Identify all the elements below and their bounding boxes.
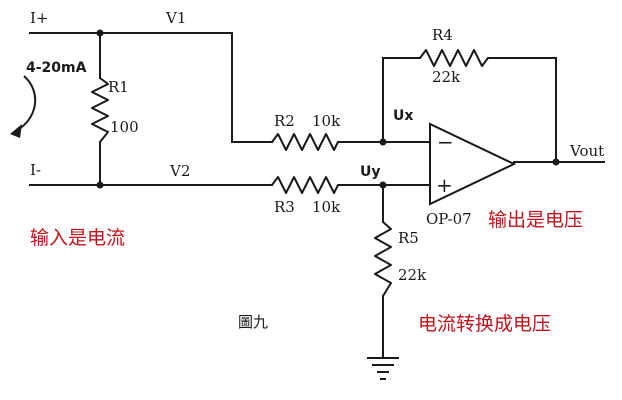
resistor-r5	[374, 221, 392, 297]
current-arrow-icon	[10, 75, 37, 138]
node-label-ux: Ux	[393, 108, 413, 124]
input-annotation: 输入是电流	[30, 227, 125, 249]
r3-value: 10k	[312, 198, 341, 216]
r4-name: R4	[432, 26, 453, 44]
terminal-label-i-minus: I-	[30, 161, 41, 179]
wire-top-rail	[29, 32, 273, 143]
r5-name: R5	[398, 229, 419, 247]
junction-dot-ux	[379, 138, 387, 146]
junction-dot-vout	[552, 158, 560, 166]
ground-icon	[367, 357, 399, 380]
opamp-name: OP-07	[426, 210, 472, 228]
current-source-label: 4-20mA	[26, 60, 87, 76]
junction-dot-i-plus	[96, 29, 104, 37]
r1-name: R1	[108, 78, 129, 96]
r3-name: R3	[274, 198, 295, 216]
node-label-v1: V1	[165, 9, 186, 27]
r4-value: 22k	[432, 68, 461, 86]
terminal-label-i-plus: I+	[30, 9, 49, 27]
node-label-v2: V2	[169, 162, 190, 180]
junction-dot-i-minus	[96, 181, 104, 189]
output-label-vout: Vout	[569, 142, 604, 160]
output-annotation: 输出是电压	[488, 209, 583, 231]
resistor-r3	[271, 176, 344, 194]
opamp-inverting-sign: −	[437, 130, 454, 154]
node-label-uy: Uy	[360, 164, 381, 180]
r2-value: 10k	[312, 112, 341, 130]
junction-dot-uy	[379, 181, 387, 189]
opamp-noninverting-sign: +	[436, 173, 453, 197]
r5-value: 22k	[398, 266, 427, 284]
wire-feedback-left	[382, 57, 421, 143]
resistor-r2	[271, 133, 344, 151]
wire-feedback-right	[493, 57, 557, 163]
resistor-r4	[419, 49, 494, 67]
r1-value: 100	[110, 118, 139, 136]
conversion-annotation: 电流转换成电压	[418, 313, 551, 335]
opamp-triangle	[429, 122, 517, 206]
figure-label: 圖九	[238, 313, 268, 331]
resistor-r1	[91, 77, 109, 143]
r2-name: R2	[274, 112, 295, 130]
